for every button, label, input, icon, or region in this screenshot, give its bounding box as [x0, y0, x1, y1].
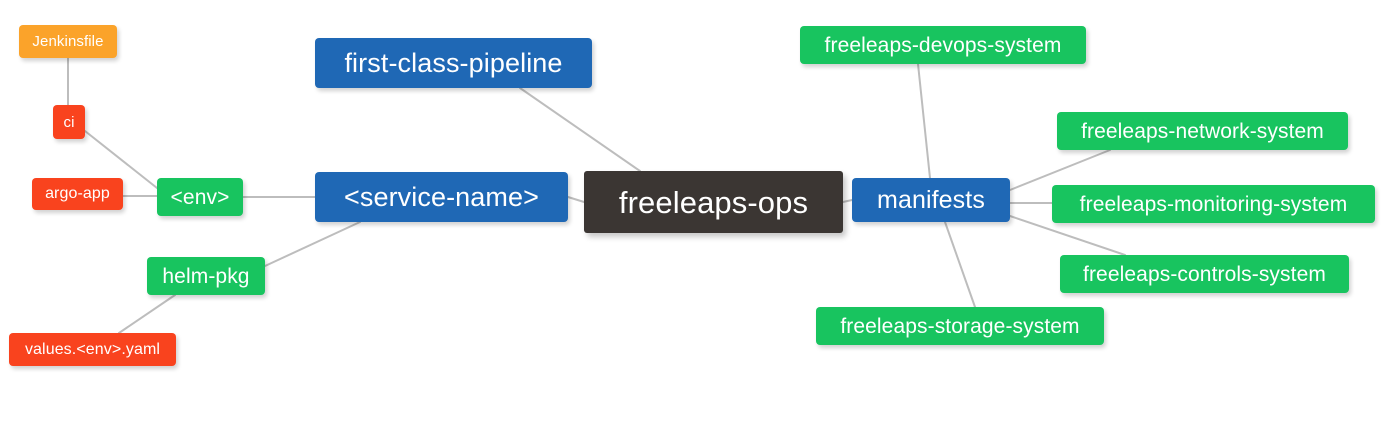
node-label: freeleaps-storage-system	[840, 314, 1080, 338]
node-label: manifests	[877, 185, 985, 214]
node-label: freeleaps-devops-system	[824, 33, 1062, 57]
node-jenkinsfile[interactable]: Jenkinsfile	[19, 25, 117, 58]
node-freeleaps-devops-system[interactable]: freeleaps-devops-system	[800, 26, 1086, 64]
node-label: ci	[63, 113, 75, 131]
edge-freeleaps-ops-to-manifests	[842, 199, 853, 203]
node-helm-pkg[interactable]: helm-pkg	[147, 257, 265, 295]
node-first-class-pipeline[interactable]: first-class-pipeline	[315, 38, 592, 88]
node-label: Jenkinsfile	[32, 33, 104, 50]
node-service-name[interactable]: <service-name>	[315, 172, 568, 222]
node-freeleaps-ops[interactable]: freeleaps-ops	[584, 171, 843, 233]
node-label: <service-name>	[344, 181, 539, 212]
node-freeleaps-monitoring-system[interactable]: freeleaps-monitoring-system	[1052, 185, 1375, 223]
node-label: freeleaps-network-system	[1081, 119, 1324, 143]
edge-freeleaps-ops-to-first-class-pipeline	[519, 87, 641, 172]
node-label: first-class-pipeline	[344, 47, 563, 78]
edge-manifests-to-freeleaps-storage-system	[944, 221, 976, 308]
node-label: freeleaps-monitoring-system	[1079, 192, 1348, 216]
node-manifests[interactable]: manifests	[852, 178, 1010, 222]
node-freeleaps-network-system[interactable]: freeleaps-network-system	[1057, 112, 1348, 150]
node-freeleaps-controls-system[interactable]: freeleaps-controls-system	[1060, 255, 1349, 293]
node-label: helm-pkg	[162, 264, 250, 288]
edge-freeleaps-ops-to-service-name	[567, 196, 585, 203]
node-label: freeleaps-controls-system	[1083, 262, 1326, 286]
node-label: argo-app	[45, 185, 110, 202]
node-argo-app[interactable]: argo-app	[32, 178, 123, 210]
node-freeleaps-storage-system[interactable]: freeleaps-storage-system	[816, 307, 1104, 345]
node-ci[interactable]: ci	[53, 105, 85, 139]
node-label: freeleaps-ops	[618, 184, 809, 220]
node-env[interactable]: <env>	[157, 178, 243, 216]
node-label: <env>	[170, 185, 230, 209]
edge-helm-pkg-to-values-yaml	[118, 294, 176, 334]
node-label: values.<env>.yaml	[24, 340, 161, 358]
edge-service-name-to-helm-pkg	[264, 221, 361, 267]
node-values-yaml[interactable]: values.<env>.yaml	[9, 333, 176, 366]
edge-manifests-to-freeleaps-devops-system	[917, 63, 931, 179]
edge-manifests-to-freeleaps-network-system	[1009, 149, 1111, 191]
